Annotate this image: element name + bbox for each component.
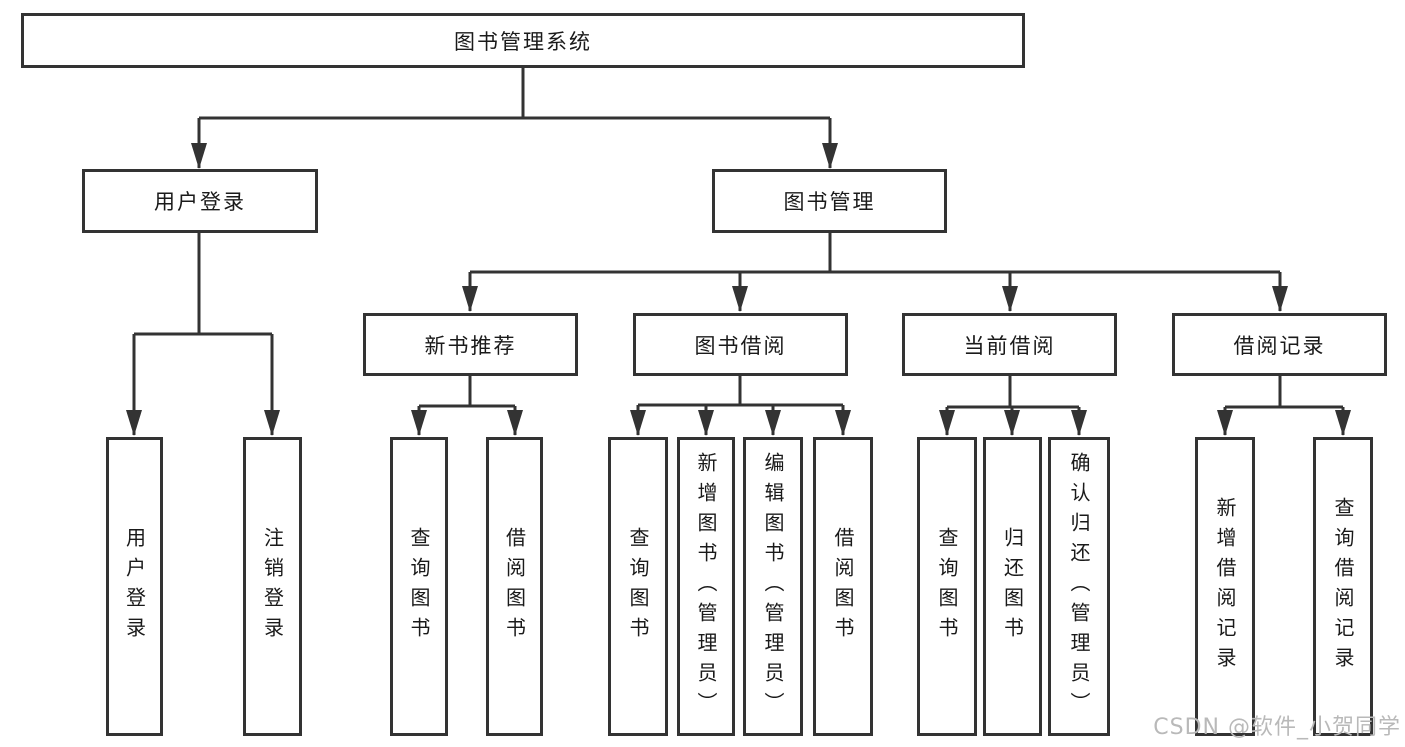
node-borrow-records: 借阅记录 [1172, 313, 1387, 376]
leaf-add-borrow-record-label: 新增借阅记录 [1213, 496, 1237, 677]
leaf-borrow-books-recommend: 借阅图书 [486, 437, 543, 736]
node-user-login: 用户登录 [82, 169, 318, 233]
node-user-login-label: 用户登录 [154, 190, 246, 214]
leaf-add-book-admin: 新增图书（管理员） [677, 437, 735, 736]
node-current-borrow: 当前借阅 [902, 313, 1117, 376]
leaf-add-book-admin-label: 新增图书（管理员） [694, 451, 718, 722]
leaf-edit-book-admin-label: 编辑图书（管理员） [761, 451, 785, 722]
node-book-management-label: 图书管理 [783, 190, 876, 214]
leaf-search-borrow-record-label: 查询借阅记录 [1331, 496, 1355, 677]
watermark: CSDN @软件_小贺同学 [1153, 715, 1401, 740]
leaf-search-books-recommend-label: 查询图书 [407, 526, 431, 647]
node-borrow-records-label: 借阅记录 [1233, 333, 1326, 358]
node-new-book-recommend: 新书推荐 [363, 313, 578, 376]
leaf-user-login: 用户登录 [106, 437, 163, 736]
leaf-return-book-label: 归还图书 [1000, 526, 1025, 647]
node-new-book-recommend-label: 新书推荐 [424, 333, 517, 358]
leaf-search-books-recommend: 查询图书 [390, 437, 448, 736]
node-root: 图书管理系统 [21, 13, 1025, 68]
leaf-confirm-return-admin: 确认归还（管理员） [1048, 437, 1110, 736]
leaf-return-book: 归还图书 [983, 437, 1042, 736]
leaf-logout: 注销登录 [243, 437, 302, 736]
leaf-borrow-books-recommend-label: 借阅图书 [502, 526, 527, 647]
node-book-borrow: 图书借阅 [633, 313, 848, 376]
leaf-user-login-label: 用户登录 [122, 526, 147, 647]
leaf-edit-book-admin: 编辑图书（管理员） [743, 437, 803, 736]
leaf-logout-label: 注销登录 [260, 526, 285, 647]
node-book-borrow-label: 图书借阅 [694, 333, 787, 358]
leaf-search-books-borrow-label: 查询图书 [626, 526, 650, 647]
leaf-search-books-current: 查询图书 [917, 437, 977, 736]
leaf-borrow-books: 借阅图书 [813, 437, 873, 736]
node-current-borrow-label: 当前借阅 [963, 333, 1056, 358]
node-root-label: 图书管理系统 [454, 29, 592, 54]
leaf-add-borrow-record: 新增借阅记录 [1195, 437, 1255, 736]
leaf-confirm-return-admin-label: 确认归还（管理员） [1067, 451, 1091, 722]
leaf-search-borrow-record: 查询借阅记录 [1313, 437, 1373, 736]
leaf-borrow-books-label: 借阅图书 [831, 526, 855, 647]
leaf-search-books-borrow: 查询图书 [608, 437, 668, 736]
leaf-search-books-current-label: 查询图书 [935, 526, 959, 647]
node-book-management: 图书管理 [712, 169, 947, 233]
